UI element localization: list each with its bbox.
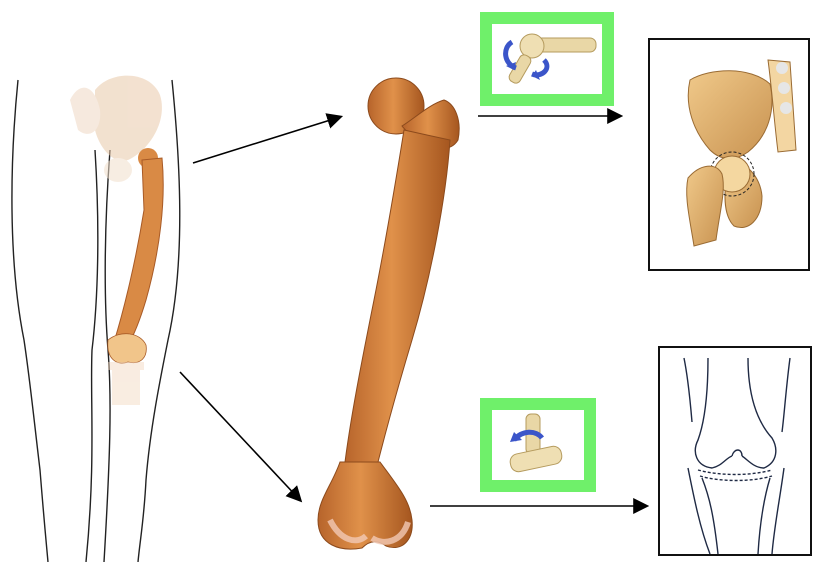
joint-line-lower — [700, 476, 772, 481]
hinge-joint-icon — [492, 410, 584, 480]
tibia-right — [758, 478, 770, 554]
hip-joint-icon-frame — [480, 12, 614, 106]
knee-outline-illustration — [660, 348, 810, 554]
knee-joint-icon-frame — [480, 398, 596, 492]
femur-shaft — [344, 130, 450, 470]
tibia-left — [702, 478, 718, 554]
joint-line-upper — [698, 470, 772, 475]
thigh-outline-left — [684, 358, 692, 422]
ilium — [688, 71, 772, 159]
hip-joint-panel — [648, 38, 810, 271]
thigh-outline-right — [782, 358, 790, 432]
ball-and-socket-icon — [492, 24, 602, 94]
leg-outline-right — [772, 468, 784, 554]
femur-right — [742, 358, 776, 468]
pelvis-illustration — [650, 40, 808, 269]
knee-joint-panel — [658, 346, 812, 556]
femur-proximal — [687, 166, 724, 246]
hip-joint-icon — [492, 24, 602, 94]
femur-left — [695, 358, 732, 468]
knee-joint-icon — [492, 410, 584, 480]
leg-outline-left — [688, 468, 710, 554]
notch — [732, 450, 742, 456]
